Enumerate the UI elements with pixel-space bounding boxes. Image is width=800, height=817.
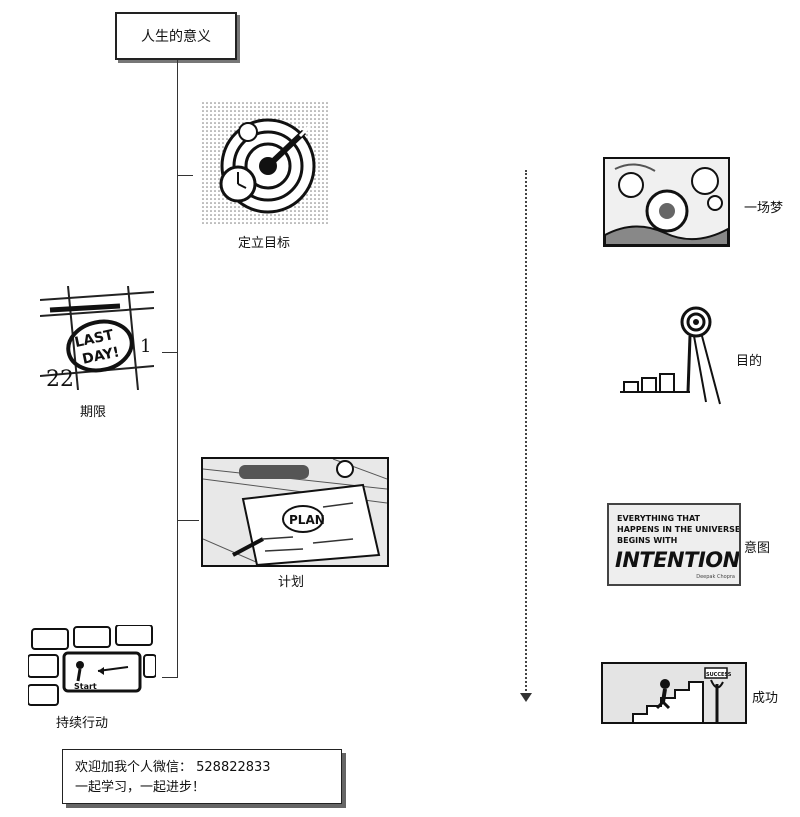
sequence-label-intention: 意图 (744, 537, 770, 556)
sequence-label-success: 成功 (752, 687, 778, 706)
dream-icon (603, 157, 730, 247)
calendar-day-left: 22 (46, 367, 74, 390)
root-node: 人生的意义 (115, 12, 237, 60)
tree-trunk-line (177, 60, 178, 678)
quote-line-1: EVERYTHING THAT (617, 513, 740, 524)
plan-icon: PLAN (201, 457, 389, 567)
sequence-label-dream: 一场梦 (744, 197, 783, 216)
sequence-arrow-head (520, 693, 532, 702)
wechat-note-box: 欢迎加我个人微信： 528822833 一起学习，一起进步！ (62, 749, 342, 804)
sequence-label-goal: 目的 (736, 350, 762, 369)
goal-target-icon (620, 302, 724, 407)
branch-line-deadline (162, 352, 178, 353)
branch-label-action: 持续行动 (56, 712, 108, 731)
branch-label-plan: 计划 (278, 571, 304, 590)
target-icon (202, 102, 328, 224)
quote-icon: EVERYTHING THAT HAPPENS IN THE UNIVERSE … (607, 503, 741, 586)
note-line-2: 一起学习，一起进步！ (75, 778, 329, 798)
calendar-day-right: 1 (140, 336, 151, 357)
sequence-arrow-line (525, 170, 527, 695)
stairs-success-icon: SUCCESS (601, 662, 747, 724)
quote-line-2: HAPPENS IN THE UNIVERSE (617, 524, 740, 535)
quote-line-4: INTENTION." (615, 548, 741, 572)
branch-label-deadline: 期限 (80, 401, 106, 420)
keyboard-icon: Start (28, 625, 156, 707)
quote-author: Deepak Chopra (696, 574, 735, 580)
branch-line-plan (177, 520, 199, 521)
note-line-1: 欢迎加我个人微信： 528822833 (75, 758, 329, 778)
branch-line-goal (177, 175, 193, 176)
plan-text: PLAN (289, 513, 325, 527)
quote-line-3: BEGINS WITH (617, 535, 740, 546)
branch-label-goal: 定立目标 (238, 232, 290, 251)
root-title: 人生的意义 (141, 26, 211, 46)
keyboard-key-label: Start (74, 682, 97, 691)
branch-line-action (162, 677, 178, 678)
stairs-sign-text: SUCCESS (706, 672, 732, 678)
calendar-icon: LAST DAY! 22 1 (40, 286, 154, 390)
